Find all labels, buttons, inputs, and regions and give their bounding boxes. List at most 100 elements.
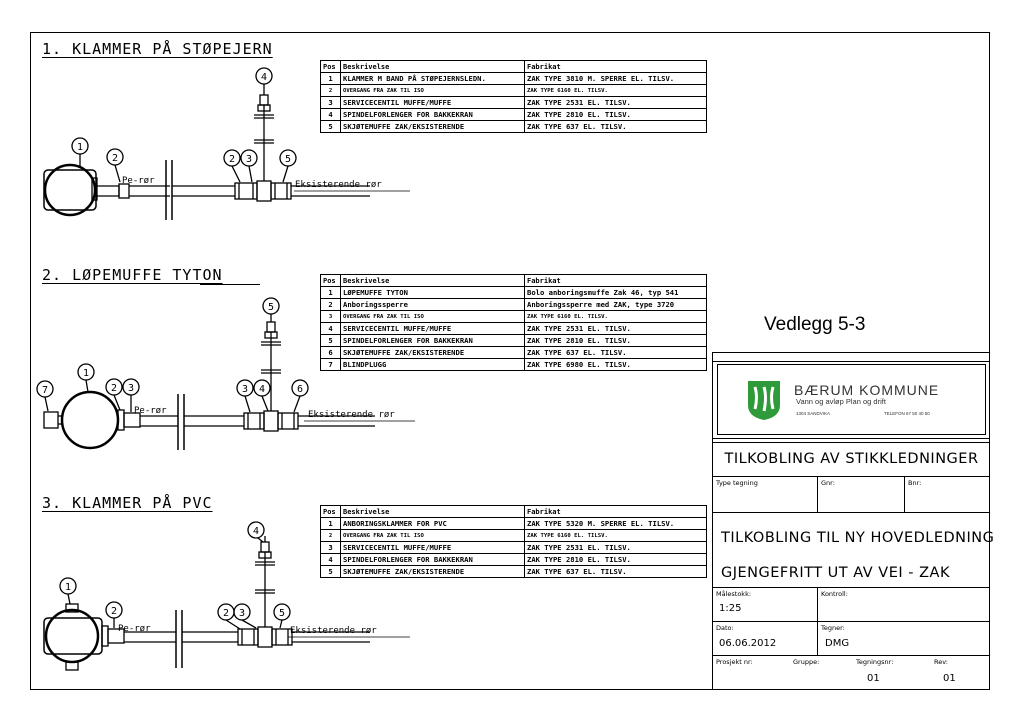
org-phone: TELEFON 67 50 40 50	[884, 411, 930, 416]
manufacturer-cell: ZAK TYPE 5320 M. SPERRE EL. TILSV.	[524, 517, 707, 530]
callout-4: 4	[261, 72, 267, 83]
description-cell: SKJØTEMUFFE ZAK/EKSISTERENDE	[340, 565, 525, 578]
callout-5: 5	[268, 302, 274, 313]
manufacturer-cell: ZAK TYPE 2810 EL. TILSV.	[524, 334, 707, 347]
description-cell: BLINDPLUGG	[340, 358, 525, 371]
pe-pipe-label: Pe-rør	[122, 176, 155, 186]
manufacturer-cell: ZAK TYPE 6160 EL. TILSV.	[524, 529, 707, 542]
callout-4: 4	[253, 526, 259, 537]
callout-4: 4	[259, 384, 265, 395]
manufacturer-cell: ZAK TYPE 2531 EL. TILSV.	[524, 541, 707, 554]
connection-drawing-3: 1 2 2 3 4 5 Pe-rør Eksisterende rør	[43, 521, 410, 671]
scale-value: 1:25	[719, 603, 742, 614]
main-pipe-1	[43, 163, 97, 217]
section-title-2-underline-ext	[200, 284, 260, 285]
manufacturer-cell: Bolo anboringsmuffe Zak 46, typ 541	[524, 286, 707, 299]
table-header-cell: Pos	[320, 274, 341, 287]
callout-2: 2	[112, 153, 118, 164]
callout-5: 5	[279, 608, 285, 619]
logo-area: BÆRUM KOMMUNE Vann og avløp Plan og drif…	[713, 361, 990, 439]
org-name: BÆRUM KOMMUNE	[794, 382, 940, 398]
manufacturer-cell: ZAK TYPE 6160 EL. TILSV.	[524, 310, 707, 323]
title-block-band	[713, 353, 990, 362]
callout-2: 2	[111, 383, 117, 394]
manufacturer-cell: ZAK TYPE 2531 EL. TILSV.	[524, 96, 707, 109]
table-header-cell: Fabrikat	[524, 505, 707, 518]
section-title-1: 1. KLAMMER PÅ STØPEJERN	[42, 40, 273, 58]
title-block: BÆRUM KOMMUNE Vann og avløp Plan og drif…	[712, 352, 994, 690]
group-label: Gruppe:	[793, 658, 820, 666]
drawing-title: TILKOBLING AV STIKKLEDNINGER	[724, 451, 979, 467]
existing-pipe-label: Eksisterende rør	[308, 410, 395, 420]
callout-1: 1	[77, 142, 83, 153]
callout-1: 1	[83, 368, 89, 379]
manufacturer-cell: ZAK TYPE 637 EL. TILSV.	[524, 346, 707, 359]
date-label: Dato:	[716, 624, 734, 632]
callout-3: 3	[246, 154, 252, 165]
table-header-cell: Fabrikat	[524, 274, 707, 287]
callout-2b: 2	[223, 608, 229, 619]
manufacturer-cell: ZAK TYPE 3810 M. SPERRE EL. TILSV.	[524, 72, 707, 85]
type-label: Type tegning	[716, 479, 758, 487]
drawing-type-row: Type tegning Gnr: Bnr:	[713, 476, 990, 513]
description-line-1: TILKOBLING TIL NY HOVEDLEDNING	[721, 530, 995, 546]
pe-pipe-label: Pe-rør	[134, 406, 167, 416]
manufacturer-cell: ZAK TYPE 6160 EL. TILSV.	[524, 84, 707, 97]
project-label: Prosjekt nr:	[716, 658, 753, 666]
description-cell: SKJØTEMUFFE ZAK/EKSISTERENDE	[340, 120, 525, 133]
scale-label: Målestokk:	[716, 590, 752, 598]
callout-3b: 3	[242, 384, 248, 395]
connection-drawing-2: 7 1 2 3 3 4 5 6 Pe-rør Eksisterende rør	[36, 297, 415, 450]
table-header-cell: Fabrikat	[524, 60, 707, 73]
section-title-2: 2. LØPEMUFFE TYTON	[42, 266, 223, 284]
org-address: 1304 SANDVIKA	[796, 411, 831, 416]
section-title-3: 3. KLAMMER PÅ PVC	[42, 494, 213, 512]
manufacturer-cell: ZAK TYPE 637 EL. TILSV.	[524, 120, 707, 133]
org-department: Vann og avløp Plan og drift	[796, 397, 886, 406]
callout-2b: 2	[229, 154, 235, 165]
manufacturer-cell: ZAK TYPE 2810 EL. TILSV.	[524, 553, 707, 566]
gnr-label: Gnr:	[821, 479, 835, 487]
callout-5: 5	[285, 154, 291, 165]
connection-drawing-1: 1 2 2 3 4 5 Pe-rør Eksisterende rør	[43, 67, 410, 220]
date-value: 06.06.2012	[719, 638, 777, 649]
callout-3: 3	[239, 608, 245, 619]
pe-pipe-label: Pe-rør	[118, 624, 151, 634]
drawing-no-label: Tegningsnr:	[856, 658, 894, 666]
control-label: Kontroll:	[821, 590, 848, 598]
rev-label: Rev:	[934, 658, 948, 666]
manufacturer-cell: ZAK TYPE 637 EL. TILSV.	[524, 565, 707, 578]
rev-value: 01	[943, 673, 956, 684]
description-line-2: GJENGEFRITT UT AV VEI - ZAK	[721, 565, 950, 581]
manufacturer-cell: ZAK TYPE 6980 EL. TILSV.	[524, 358, 707, 371]
existing-pipe-label: Eksisterende rør	[295, 180, 382, 190]
drawing-no-value: 01	[867, 673, 880, 684]
table-header-cell: Beskrivelse	[340, 274, 525, 287]
manufacturer-cell: Anboringssperre med ZAK, type 3720	[524, 298, 707, 311]
callout-6: 6	[297, 384, 303, 395]
pos-cell: 5	[320, 565, 341, 578]
manufacturer-cell: ZAK TYPE 2810 EL. TILSV.	[524, 108, 707, 121]
drawing-title-row: TILKOBLING AV STIKKLEDNINGER	[713, 438, 990, 477]
manufacturer-cell: ZAK TYPE 2531 EL. TILSV.	[524, 322, 707, 335]
callout-3: 3	[128, 383, 134, 394]
callout-7: 7	[42, 385, 48, 396]
drawer-label: Tegner:	[821, 624, 845, 632]
existing-pipe-label: Eksisterende rør	[290, 626, 377, 636]
callout-2: 2	[111, 606, 117, 617]
callout-1: 1	[65, 582, 71, 593]
